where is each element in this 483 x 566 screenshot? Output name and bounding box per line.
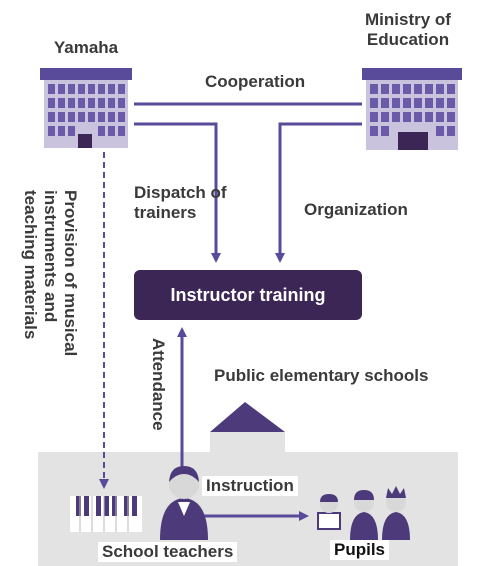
provision-label-line1: Provision of musical <box>61 190 80 357</box>
dispatch-arrow <box>134 122 221 263</box>
ministry-building-icon <box>362 68 462 150</box>
instruction-label: Instruction <box>202 476 298 496</box>
cooperation-label: Cooperation <box>205 72 306 91</box>
school-teachers-label: School teachers <box>98 542 238 562</box>
provision-label: Provision of musical instruments and tea… <box>20 190 80 356</box>
pupils-label: Pupils <box>330 540 390 560</box>
piano-icon <box>70 496 142 532</box>
ministry-label-line2: Education <box>366 30 450 49</box>
instructor-training-box: Instructor training <box>134 270 362 320</box>
teacher-icon <box>160 466 208 540</box>
public-schools-label: Public elementary schools <box>214 366 429 385</box>
instructor-training-label: Instructor training <box>170 284 326 305</box>
organization-label: Organization <box>304 200 408 219</box>
dispatch-label-line1: Dispatch of <box>134 183 227 202</box>
dispatch-label-line2: trainers <box>134 203 197 222</box>
yamaha-building-icon <box>40 68 132 148</box>
school-building-top <box>210 432 285 454</box>
dispatch-label: Dispatch of trainers <box>134 183 227 223</box>
ministry-label: Ministry of Education <box>346 10 470 50</box>
organization-arrow <box>275 122 362 263</box>
ministry-label-line1: Ministry of <box>365 10 451 29</box>
pupils-icon <box>317 486 410 540</box>
provision-label-line3: teaching materials <box>21 190 40 340</box>
school-roof <box>210 402 285 432</box>
provision-label-line2: instruments and <box>41 190 60 323</box>
yamaha-label: Yamaha <box>53 38 119 57</box>
attendance-label: Attendance <box>149 338 168 431</box>
